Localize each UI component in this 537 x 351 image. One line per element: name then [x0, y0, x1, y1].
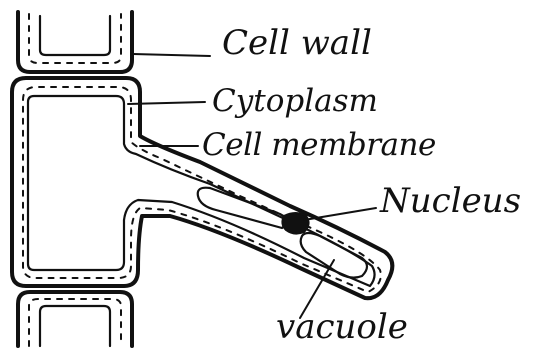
upper-cell	[18, 12, 132, 72]
label-cell-wall: Cell wall	[222, 26, 372, 60]
leader-nucleus	[304, 208, 376, 220]
nucleus	[282, 213, 308, 234]
label-vacuole: vacuole	[276, 310, 408, 344]
label-cell-membrane: Cell membrane	[202, 130, 436, 161]
hair-vacuole-upper	[198, 188, 287, 228]
leader-cell-wall	[133, 54, 210, 56]
label-cytoplasm: Cytoplasm	[212, 86, 378, 117]
label-nucleus: Nucleus	[380, 184, 521, 218]
lower-cell	[18, 292, 132, 346]
